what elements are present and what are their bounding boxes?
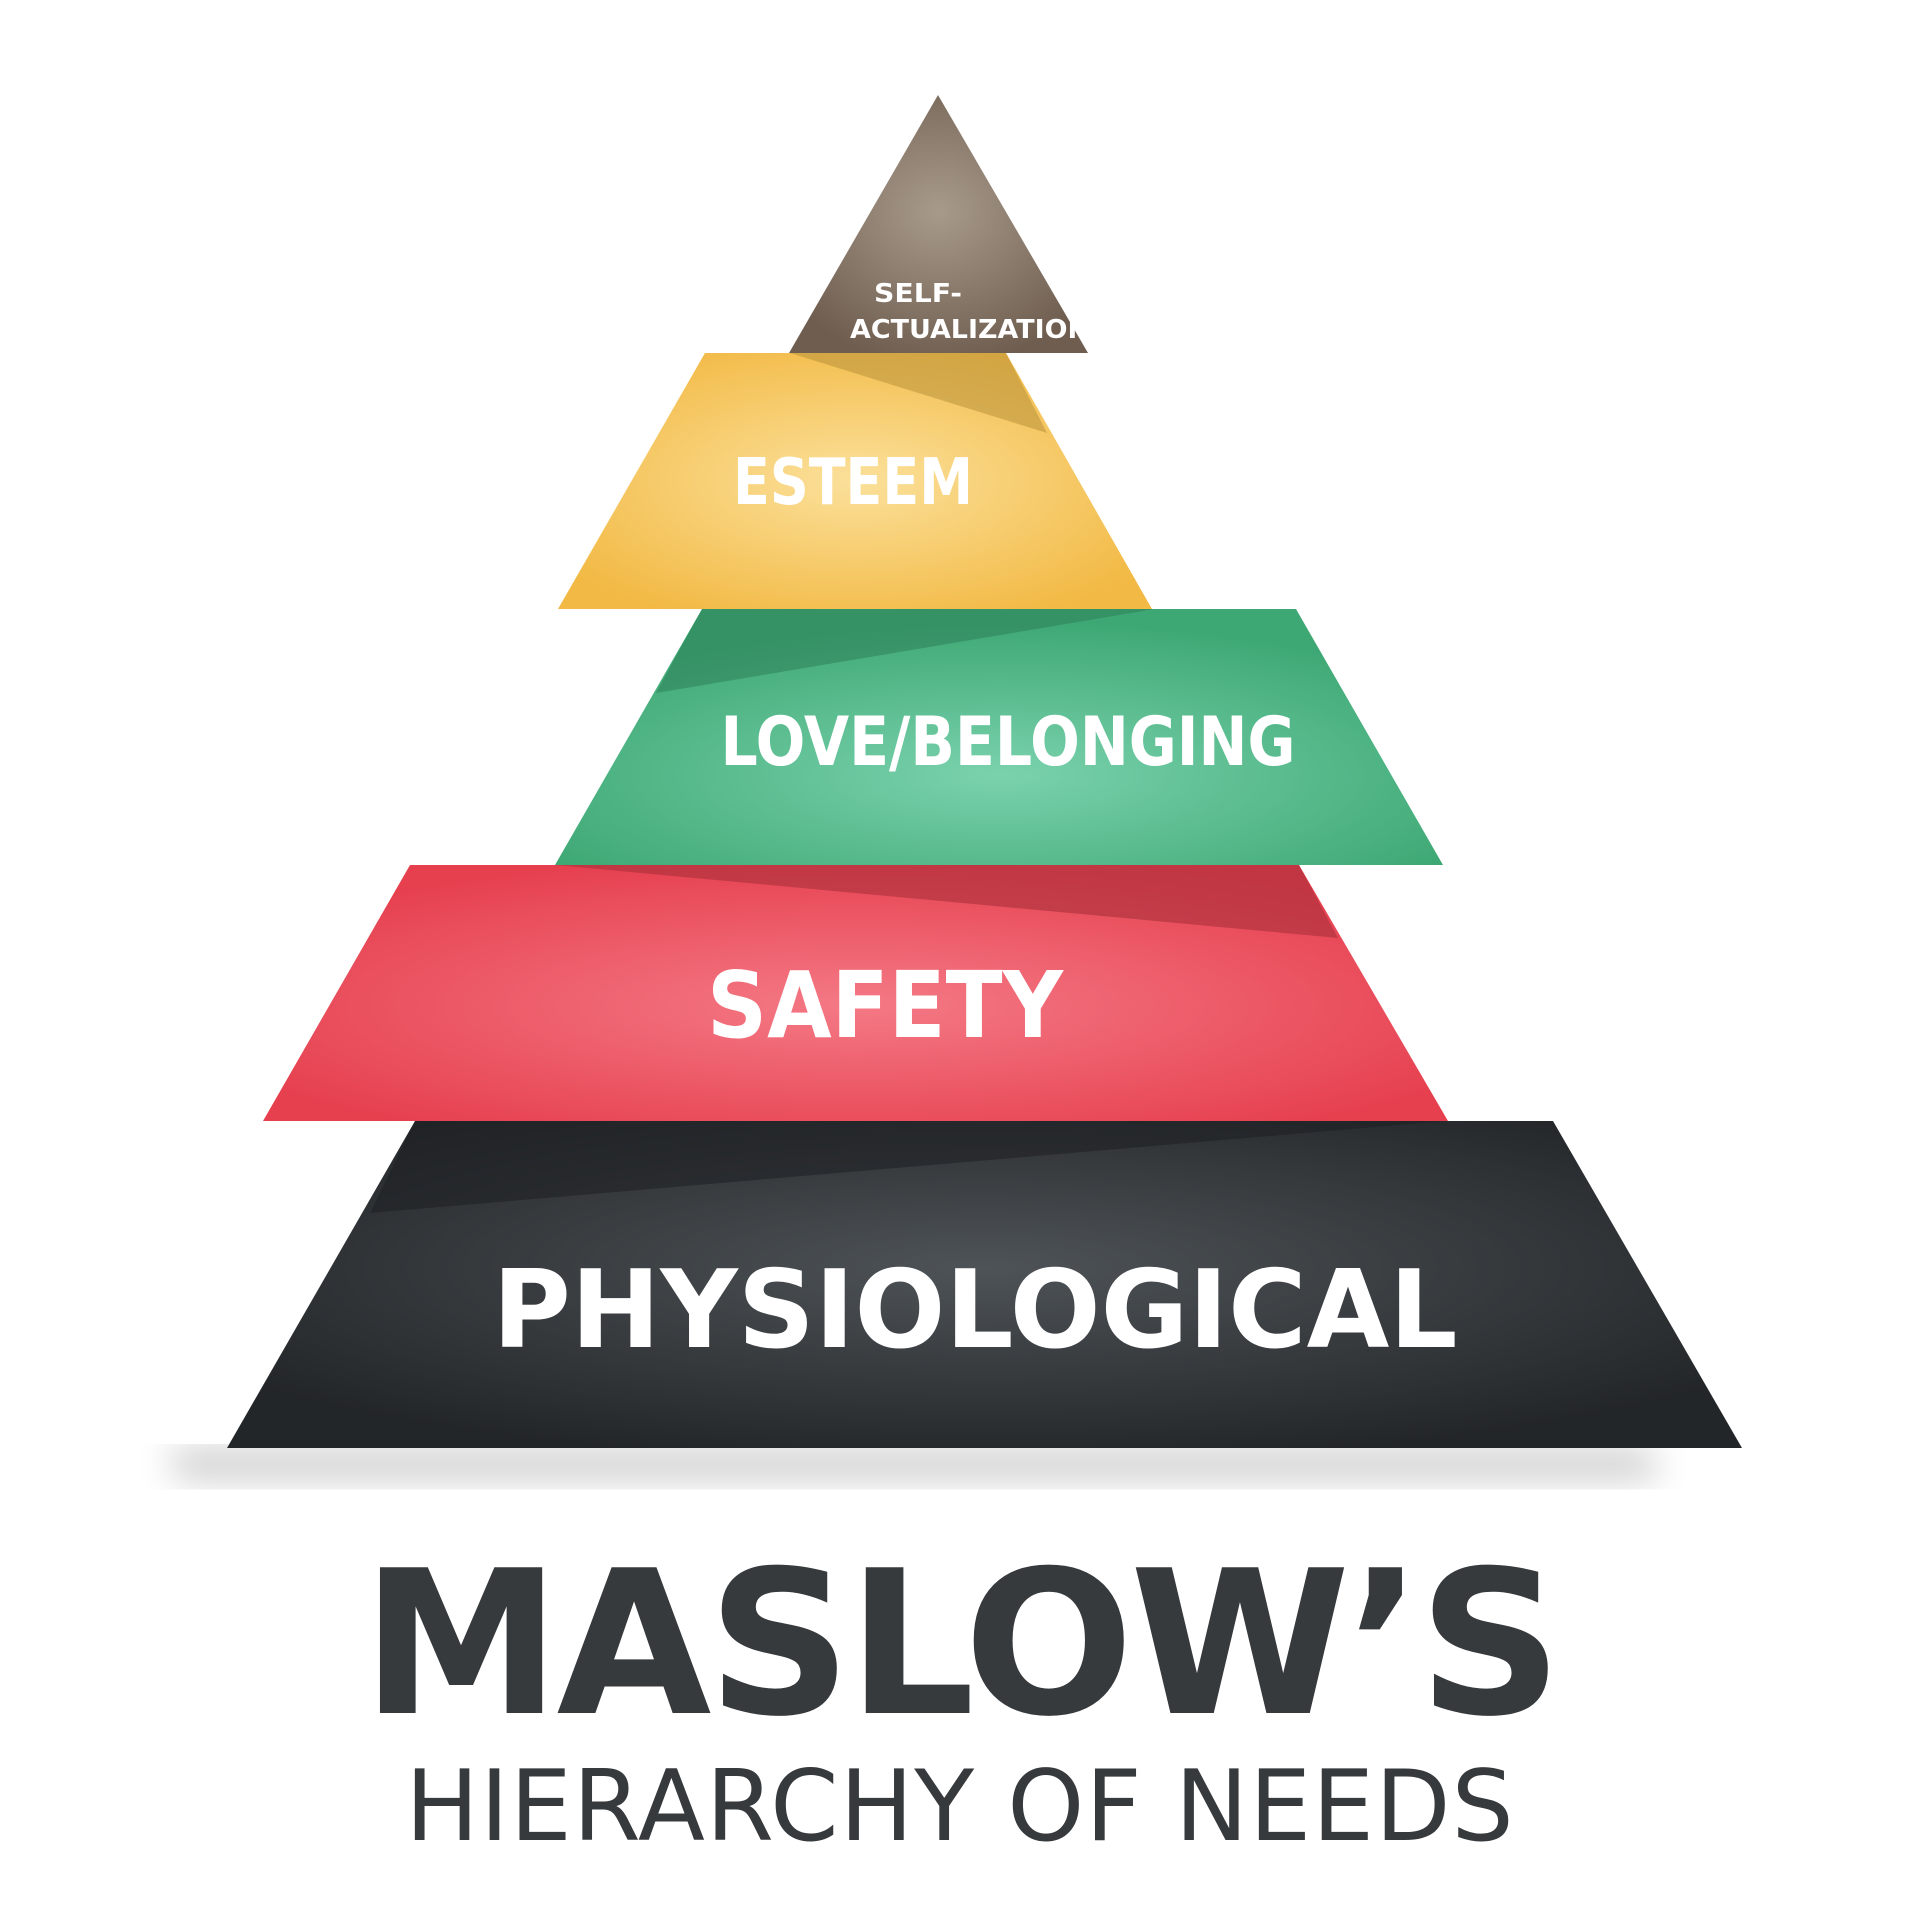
level-love-belonging-label: LOVE/BELONGING — [721, 703, 1296, 782]
level-esteem: ESTEEM — [558, 353, 1152, 609]
level-love-belonging: LOVE/BELONGING — [555, 609, 1443, 865]
level-safety: SAFETY — [263, 865, 1448, 1121]
level-self-actualization: SELF- ACTUALIZATION — [789, 95, 1090, 353]
level-physiological-label: PHYSIOLOGICAL — [493, 1248, 1458, 1373]
level-physiological-shape — [227, 1121, 1742, 1448]
level-safety-shape — [263, 865, 1448, 1121]
level-self-actualization-label-line1: SELF- — [874, 279, 962, 309]
level-esteem-label: ESTEEM — [733, 446, 973, 520]
title-main: MASLOW’S — [361, 1528, 1563, 1761]
level-safety-facet — [555, 865, 1338, 938]
title-subtitle: HIERARCHY OF NEEDS — [405, 1750, 1515, 1864]
level-love-belonging-shape — [555, 609, 1443, 865]
level-physiological: PHYSIOLOGICAL — [227, 1121, 1742, 1448]
level-esteem-facet — [790, 353, 1047, 433]
base-shadow — [170, 1450, 1660, 1478]
level-safety-label: SAFETY — [707, 952, 1064, 1059]
level-physiological-facet — [370, 1121, 1445, 1213]
level-love-belonging-facet — [656, 609, 1155, 693]
level-self-actualization-shape — [789, 95, 1088, 353]
level-self-actualization-label-line2: ACTUALIZATION — [850, 315, 1090, 345]
